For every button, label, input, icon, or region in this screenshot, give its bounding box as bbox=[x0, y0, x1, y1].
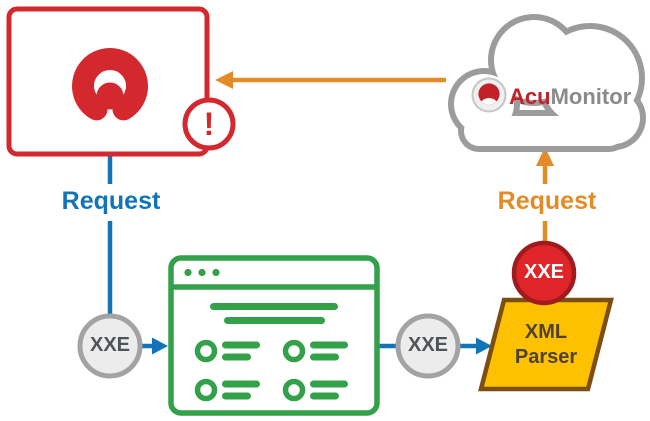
xxe-payload-label: XXE bbox=[523, 261, 565, 283]
acumonitor-brand: AcuMonitor bbox=[509, 84, 631, 109]
brand-secondary: Monitor bbox=[550, 84, 632, 109]
cloud-icon bbox=[448, 14, 646, 152]
browser-dot-icon bbox=[198, 268, 206, 277]
browser-dot-icon bbox=[184, 268, 192, 277]
brand-primary: Acu bbox=[509, 84, 551, 109]
xml-parser-label: XML Parser bbox=[494, 320, 598, 370]
xxe-node-right bbox=[395, 313, 461, 379]
xxe-label-left: XXE bbox=[89, 334, 131, 356]
alert-badge: ! bbox=[203, 106, 215, 142]
browser-list-item bbox=[282, 339, 348, 363]
request-label-left: Request bbox=[61, 187, 161, 215]
request-label-right: Request bbox=[497, 187, 597, 215]
scanner-box bbox=[6, 6, 236, 157]
xml-parser-line2: Parser bbox=[514, 346, 578, 368]
blue-flow-lines bbox=[107, 156, 492, 355]
xxe-payload-circle bbox=[511, 240, 577, 306]
xml-parser-shape bbox=[478, 297, 614, 392]
browser-list-item bbox=[194, 339, 260, 363]
arrowhead-to-scanner-icon bbox=[215, 71, 233, 89]
browser-window-icon bbox=[168, 255, 380, 416]
acunetix-logo-icon bbox=[72, 48, 148, 121]
arrowhead-to-browser-icon bbox=[152, 337, 168, 355]
browser-heading-line bbox=[224, 317, 325, 324]
browser-list-item bbox=[194, 378, 260, 402]
alert-badge-circle bbox=[182, 97, 236, 151]
browser-heading-line bbox=[210, 303, 338, 310]
browser-dot-icon bbox=[212, 268, 220, 277]
scanner-frame bbox=[6, 6, 210, 157]
browser-list-item bbox=[282, 378, 348, 402]
arrowhead-to-parser-icon bbox=[476, 337, 492, 355]
cloud-outline bbox=[448, 14, 646, 152]
xxe-node-left bbox=[77, 313, 143, 379]
xxe-label-right: XXE bbox=[407, 334, 449, 356]
acumonitor-logo-icon bbox=[471, 77, 507, 113]
xml-parser-line1: XML bbox=[524, 321, 568, 343]
orange-flow-lines bbox=[215, 71, 554, 243]
arrowhead-to-monitor-icon bbox=[536, 147, 554, 166]
